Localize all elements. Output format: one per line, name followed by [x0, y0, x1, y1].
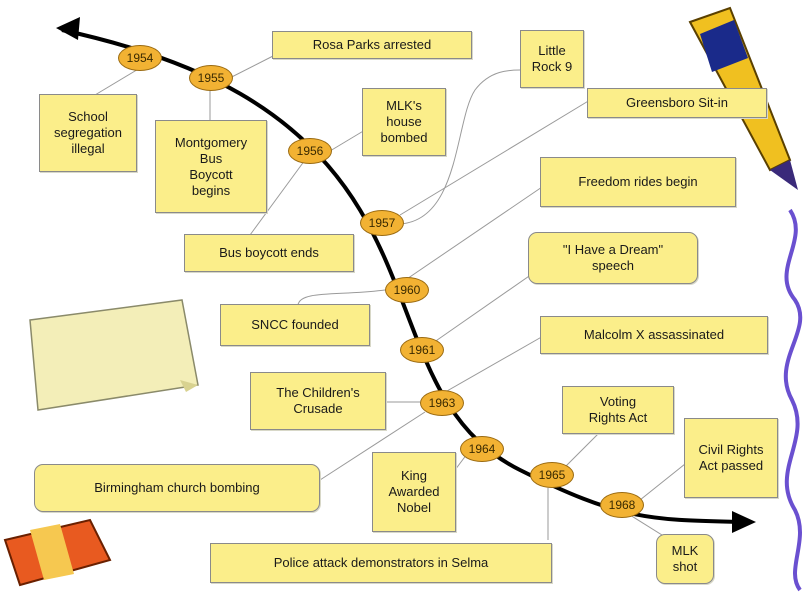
- event-mlk-shot: MLK shot: [656, 534, 714, 584]
- event-little-rock-9: Little Rock 9: [520, 30, 584, 88]
- event-freedom-rides-begin: Freedom rides begin: [540, 157, 736, 207]
- event-greensboro-sit-in: Greensboro Sit-in: [587, 88, 767, 118]
- timeline-start-arrow: [56, 17, 80, 40]
- connector-lines: [89, 54, 691, 541]
- event-montgomery-bus-boycott: Montgomery Bus Boycott begins: [155, 120, 267, 213]
- event-king-awarded-nobel: King Awarded Nobel: [372, 452, 456, 532]
- year-1954: 1954: [118, 45, 162, 71]
- event-police-attack-selma: Police attack demonstrators in Selma: [210, 543, 552, 583]
- year-1963: 1963: [420, 390, 464, 416]
- event-malcolm-x-assassinated: Malcolm X assassinated: [540, 316, 768, 354]
- event-i-have-a-dream-speech: "I Have a Dream" speech: [528, 232, 698, 284]
- year-1957: 1957: [360, 210, 404, 236]
- event-bus-boycott-ends: Bus boycott ends: [184, 234, 354, 272]
- event-sncc-founded: SNCC founded: [220, 304, 370, 346]
- squiggle-decoration: [783, 208, 803, 592]
- year-1956: 1956: [288, 138, 332, 164]
- year-1968: 1968: [600, 492, 644, 518]
- event-voting-rights-act: Voting Rights Act: [562, 386, 674, 434]
- timeline-end-arrow: [732, 511, 756, 533]
- year-1961: 1961: [400, 337, 444, 363]
- year-1955: 1955: [189, 65, 233, 91]
- event-mlk-house-bombed: MLK's house bombed: [362, 88, 446, 156]
- event-school-segregation-illegal: School segregation illegal: [39, 94, 137, 172]
- event-civil-rights-act-passed: Civil Rights Act passed: [684, 418, 778, 498]
- year-1960: 1960: [385, 277, 429, 303]
- year-1964: 1964: [460, 436, 504, 462]
- event-birmingham-church-bombing: Birmingham church bombing: [34, 464, 320, 512]
- event-rosa-parks-arrested: Rosa Parks arrested: [272, 31, 472, 59]
- year-1965: 1965: [530, 462, 574, 488]
- sticky-note-decoration: [29, 299, 199, 411]
- event-childrens-crusade: The Children's Crusade: [250, 372, 386, 430]
